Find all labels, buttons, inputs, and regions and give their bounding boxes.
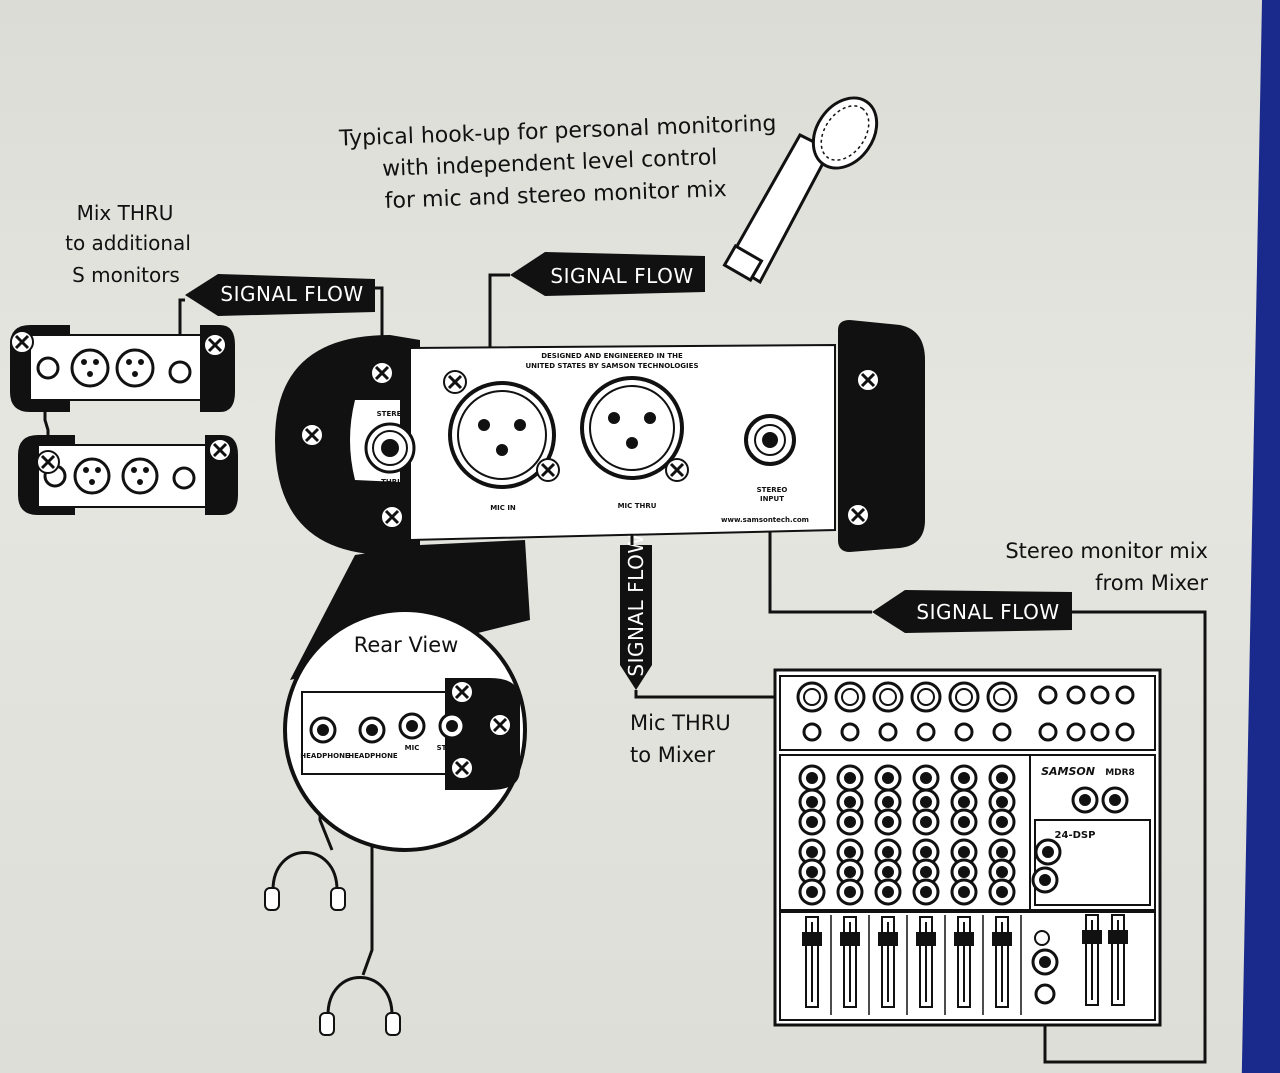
signal-flow-label-mic: SIGNAL FLOW [550, 264, 693, 288]
mic-thru-line-1: Mic THRU [630, 711, 731, 735]
stereo-mix-note: Stereo monitor mix from Mixer [1005, 539, 1208, 595]
stereo-input-label-2: INPUT [760, 495, 784, 503]
caption-block: Typical hook-up for personal monitoring … [338, 111, 777, 214]
stereo-mix-line-1: Stereo monitor mix [1005, 539, 1208, 563]
mixer-channel-fader-5 [953, 915, 984, 1015]
mixer-dsp-label: 24-DSP [1055, 830, 1096, 841]
rear-mic-knob-label: MIC [405, 744, 420, 752]
mixer-channel-fader-2 [839, 915, 870, 1015]
additional-monitor-unit-1 [9, 325, 235, 412]
thru-label: THRU [381, 478, 403, 486]
mixer-channel-input-4 [910, 681, 942, 742]
caption-line-3: for mic and stereo monitor mix [384, 177, 727, 214]
mixer-right-jacks [1038, 685, 1135, 814]
mixer-channel-fader-1 [801, 915, 832, 1015]
rear-view-label: Rear View [354, 633, 459, 657]
mic-thru-label: MIC THRU [618, 502, 657, 510]
mixer-channel-fader-6 [991, 915, 1022, 1015]
website-label: www.samsontech.com [721, 516, 809, 524]
panel-header-line-1: DESIGNED AND ENGINEERED IN THE [541, 352, 683, 360]
stereo-label: STEREO [377, 410, 408, 418]
mixer-model: MDR8 [1105, 768, 1135, 778]
mixer-input-row [796, 681, 1018, 742]
microphone-icon [722, 96, 879, 285]
headphones-icon-2 [318, 976, 402, 1037]
mixer-channel-fader-3 [877, 915, 908, 1015]
mic-thru-xlr-connector [580, 376, 684, 480]
rear-view-callout: HEADPHONE HEADPHONE MIC STEREO Rear View [283, 540, 530, 852]
rear-headphone-label-1: HEADPHONE [300, 752, 350, 760]
caption-line-2: with independent level control [382, 145, 718, 182]
mixer-channel-input-1 [796, 681, 828, 742]
panel-header-line-2: UNITED STATES BY SAMSON TECHNOLOGIES [525, 362, 698, 370]
stereo-mix-line-2: from Mixer [1095, 571, 1208, 595]
mixer-master-section [1031, 838, 1129, 1006]
mixer-channel-input-3 [872, 681, 904, 742]
mic-in-label: MIC IN [490, 504, 516, 512]
mixer-channel-fader-4 [915, 915, 946, 1015]
signal-flow-label-mixer: SIGNAL FLOW [916, 600, 1059, 624]
mixer-channel-input-6 [986, 681, 1018, 742]
mixer-channel-input-5 [948, 681, 980, 742]
mix-thru-line-3: S monitors [72, 263, 180, 287]
signal-flow-arrow-mixer: SIGNAL FLOW [872, 590, 1072, 633]
mixer-brand: SAMSON [1041, 765, 1095, 778]
mixer-fader-row [801, 915, 1022, 1015]
mix-thru-line-1: Mix THRU [77, 201, 174, 225]
signal-flow-arrow-down: SIGNAL FLOW [620, 533, 652, 690]
mic-thru-note: Mic THRU to Mixer [630, 711, 731, 767]
signal-flow-arrow-thru: SIGNAL FLOW [185, 274, 375, 316]
mix-thru-line-2: to additional [65, 231, 191, 255]
mic-thru-line-2: to Mixer [630, 743, 715, 767]
additional-monitor-unit-2 [18, 435, 238, 515]
signal-flow-label-thru: SIGNAL FLOW [220, 282, 363, 306]
rear-stereo-knob-label: STEREO [437, 744, 468, 752]
mix-thru-note: Mix THRU to additional S monitors [65, 201, 191, 287]
headphones-icon-1 [263, 851, 347, 912]
rear-headphone-label-2: HEADPHONE [348, 752, 398, 760]
mic-in-xlr-connector [448, 381, 556, 489]
mixer-console: SAMSON MDR8 24-DSP [773, 668, 1162, 1027]
mixer-channel-input-2 [834, 681, 866, 742]
signal-flow-label-down: SIGNAL FLOW [624, 533, 648, 676]
signal-flow-arrow-mic: SIGNAL FLOW [510, 252, 705, 296]
main-unit-front-panel: DESIGNED AND ENGINEERED IN THE UNITED ST… [275, 320, 925, 555]
stereo-input-label-1: STEREO [757, 486, 788, 494]
